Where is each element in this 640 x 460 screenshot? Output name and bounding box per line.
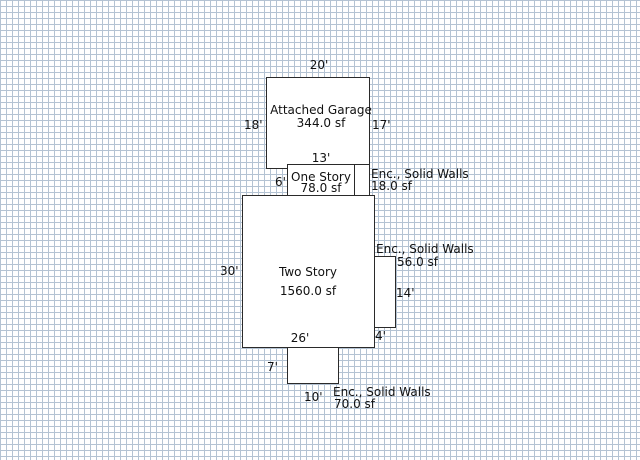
enclosed-porch-bottom-dim-left: 7'	[267, 360, 278, 374]
one-story-dim-top: 13'	[311, 151, 331, 165]
garage-dim-right: 17'	[372, 118, 391, 132]
enclosed-porch-bottom-area[interactable]	[287, 347, 339, 384]
two-story-label: Two Story	[278, 265, 338, 279]
one-story-label: One Story	[291, 170, 351, 184]
enclosed-porch-bottom-dim-bottom: 10'	[304, 390, 323, 404]
enclosed-porch-bottom-label: Enc., Solid Walls	[333, 385, 431, 399]
attached-garage-area[interactable]	[266, 77, 370, 169]
two-story-area-value: 1560.0 sf	[279, 284, 337, 298]
enclosed-porch-top-area-value: 18.0 sf	[371, 179, 413, 193]
one-story-area-value: 78.0 sf	[300, 181, 342, 195]
two-story-dim-left: 30'	[220, 264, 239, 278]
enclosed-porch-right-label: Enc., Solid Walls	[376, 242, 474, 256]
enclosed-porch-top-area[interactable]	[354, 164, 370, 196]
two-story-dim-bottom: 26'	[290, 331, 310, 345]
garage-area-value: 344.0 sf	[296, 116, 346, 130]
enclosed-porch-right-area[interactable]	[374, 256, 396, 328]
enclosed-porch-right-dim-bottom: 4'	[375, 329, 386, 343]
enclosed-porch-right-area-value: 56.0 sf	[397, 255, 439, 269]
enclosed-porch-right-dim-right: 14'	[396, 286, 415, 300]
garage-dim-left: 18'	[244, 118, 263, 132]
enclosed-porch-top-label: Enc., Solid Walls	[371, 167, 469, 181]
garage-dim-top: 20'	[309, 58, 329, 72]
garage-label: Attached Garage	[270, 103, 372, 117]
one-story-dim-left: 6'	[275, 175, 286, 189]
enclosed-porch-bottom-area-value: 70.0 sf	[334, 397, 376, 411]
